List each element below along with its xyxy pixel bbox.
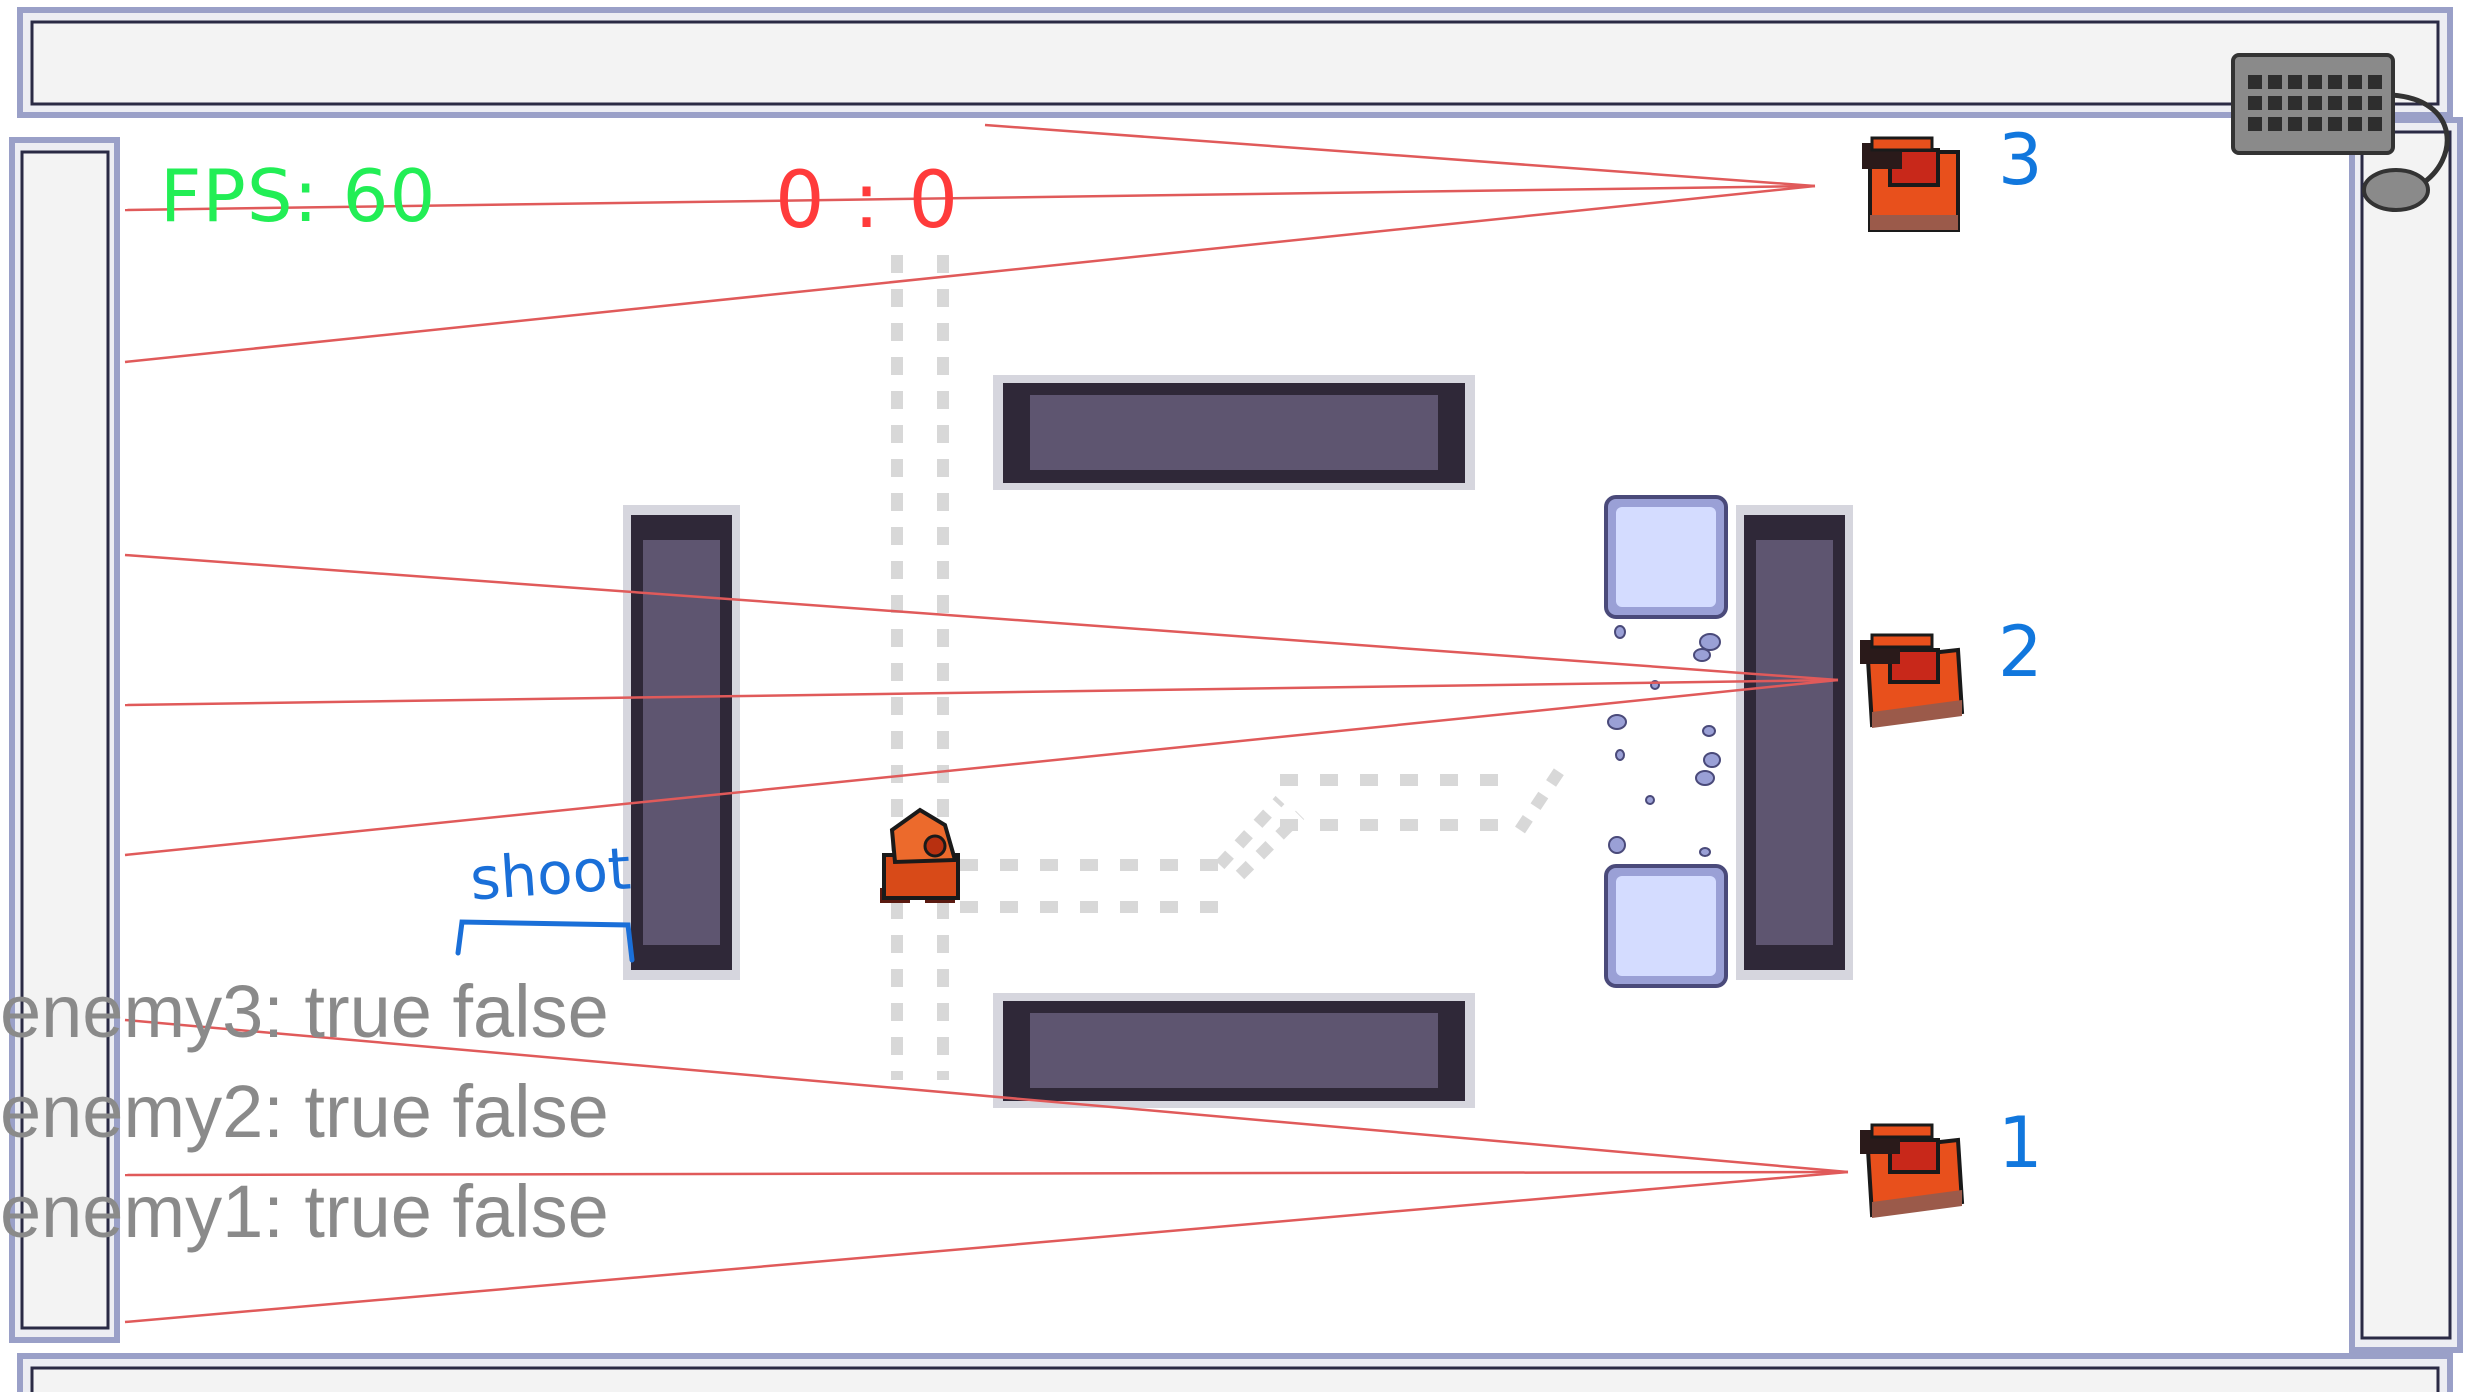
shoot-annotation: shoot bbox=[467, 834, 633, 914]
ice-block-bottom bbox=[1604, 864, 1728, 988]
sight-line bbox=[124, 1170, 1849, 1177]
enemy-tank-2 bbox=[1860, 633, 1965, 728]
ice-debris bbox=[1607, 625, 1721, 857]
debug-line-enemy2: enemy2: true false bbox=[0, 1070, 609, 1153]
enemy-1-label: 1 bbox=[1998, 1102, 2043, 1184]
enemy-3-label: 3 bbox=[1998, 119, 2043, 201]
debug-line-enemy1: enemy1: true false bbox=[0, 1170, 609, 1253]
sight-line bbox=[124, 1018, 1849, 1174]
wall-top bbox=[993, 375, 1475, 490]
wall-bottom bbox=[993, 993, 1475, 1108]
frame-left bbox=[9, 137, 120, 1343]
frame-bottom bbox=[17, 1353, 2453, 1392]
fps-counter: FPS: 60 bbox=[160, 154, 437, 238]
wall-left bbox=[623, 505, 740, 980]
score-display: 0 : 0 bbox=[775, 156, 961, 246]
bullet-trail bbox=[891, 255, 1565, 1080]
keyboard-icon bbox=[2231, 53, 2450, 212]
sight-line bbox=[124, 678, 1839, 857]
sight-line bbox=[124, 553, 1839, 682]
sight-line bbox=[124, 1170, 1849, 1324]
ice-block-top bbox=[1604, 495, 1728, 619]
sight-line bbox=[124, 678, 1839, 707]
frame-top bbox=[17, 7, 2453, 118]
sight-line bbox=[124, 184, 1816, 364]
sight-line bbox=[984, 123, 1816, 188]
enemy-tank-3 bbox=[1862, 136, 1960, 232]
enemy-2-label: 2 bbox=[1998, 611, 2043, 693]
sight-line bbox=[124, 184, 1816, 212]
shoot-bracket bbox=[455, 919, 635, 963]
enemy-tank-1 bbox=[1860, 1123, 1965, 1218]
wall-right bbox=[1736, 505, 1853, 980]
frame-right bbox=[2349, 117, 2463, 1353]
sight-lines bbox=[124, 123, 1849, 1324]
debug-line-enemy3: enemy3: true false bbox=[0, 970, 609, 1053]
player-tank bbox=[880, 807, 960, 903]
